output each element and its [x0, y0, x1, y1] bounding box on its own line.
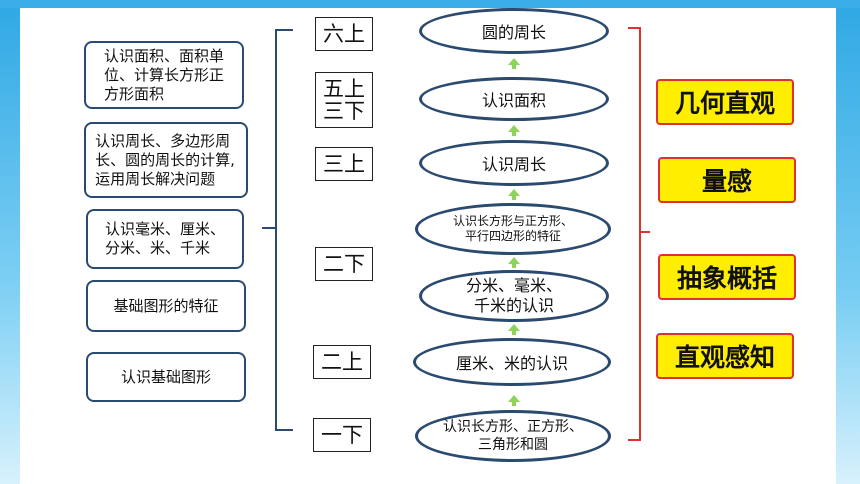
up-arrow-icon — [508, 395, 520, 406]
right-bracket — [628, 27, 650, 441]
left-brace — [262, 29, 293, 431]
topic-perimeter: 认识周长 — [419, 140, 609, 186]
grade-label-3a: 三上 — [315, 147, 373, 181]
topic-dm-mm-km: 分米、毫米、 千米的认识 — [419, 270, 609, 322]
grade-label-5a-3b: 五上 三下 — [315, 72, 373, 128]
topic-circle-circumference: 圆的周长 — [419, 8, 609, 54]
stage-geometric-intuition: 几何直观 — [656, 79, 794, 125]
up-arrow-icon — [508, 189, 520, 200]
left-box-area: 认识面积、面积单 位、计算长方形正 方形面积 — [84, 41, 244, 109]
stage-abstraction: 抽象概括 — [658, 254, 796, 300]
left-box-basic-shapes: 认识基础图形 — [86, 352, 246, 402]
up-arrow-icon — [508, 257, 520, 268]
left-box-perimeter: 认识周长、多边形周 长、圆的周长的计算, 运用周长解决问题 — [84, 122, 248, 198]
left-box-length-units: 认识毫米、厘米、 分米、米、千米 — [86, 209, 244, 269]
grade-label-1b: 一下 — [313, 418, 371, 452]
stage-quantity-sense: 量感 — [658, 157, 796, 203]
grade-label-6a: 六上 — [315, 17, 373, 51]
topic-rectangle-parallelogram: 认识长方形与正方形、 平行四边形的特征 — [415, 203, 611, 255]
topic-cm-m: 厘米、米的认识 — [413, 338, 611, 386]
up-arrow-icon — [508, 324, 520, 335]
topic-basic-shapes: 认识长方形、正方形、 三角形和圆 — [415, 410, 611, 462]
background-right-strip — [836, 0, 860, 484]
left-box-shape-features: 基础图形的特征 — [86, 280, 246, 332]
grade-label-2b: 二下 — [315, 247, 373, 281]
grade-label-2a: 二上 — [313, 345, 371, 379]
up-arrow-icon — [508, 125, 520, 136]
topic-area: 认识面积 — [419, 77, 609, 121]
background-left-strip — [0, 0, 20, 484]
up-arrow-icon — [508, 58, 520, 69]
stage-intuitive-perception: 直观感知 — [656, 333, 794, 379]
top-bar — [0, 0, 860, 8]
